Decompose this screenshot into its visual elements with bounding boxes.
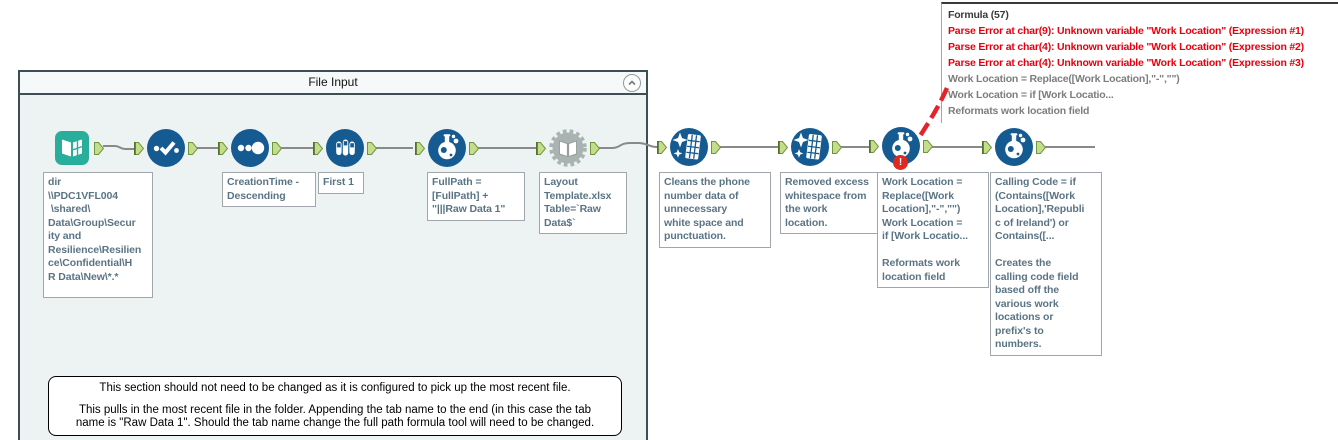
output-anchor[interactable] — [367, 142, 378, 155]
tooltip-tool-name: Formula (57) — [948, 9, 1009, 21]
input-anchor[interactable] — [134, 142, 145, 155]
output-anchor[interactable] — [1036, 141, 1047, 154]
input-anchor[interactable] — [982, 141, 993, 154]
tool-annotation[interactable]: dir \\PDC1VFL004 \shared\ Data\Group\Sec… — [43, 172, 153, 298]
container-title: File Input — [308, 75, 358, 89]
chevron-up-icon — [628, 80, 636, 86]
formula-flask-icon — [995, 128, 1033, 166]
output-anchor[interactable] — [832, 141, 843, 154]
tool-annotation[interactable]: CreationTime - Descending — [222, 172, 316, 207]
tool-annotation[interactable]: Cleans the phone number data of unnecess… — [659, 172, 771, 248]
output-anchor[interactable] — [590, 142, 601, 155]
error-tooltip: Formula (57) Parse Error at char(9): Unk… — [941, 2, 1338, 123]
comment-line-1: This section should not need to be chang… — [99, 382, 571, 394]
select-test-tubes-icon — [326, 129, 364, 167]
collapse-button[interactable] — [623, 74, 641, 92]
input-anchor[interactable] — [415, 142, 426, 155]
output-anchor[interactable] — [94, 142, 105, 155]
sample-icon — [231, 129, 269, 167]
formula-tool-calling-code[interactable] — [982, 128, 1047, 166]
error-badge[interactable]: ! — [893, 155, 908, 170]
directory-tool[interactable] — [53, 129, 105, 167]
data-cleansing-icon — [670, 128, 708, 166]
output-anchor[interactable] — [711, 141, 722, 154]
tool-annotation[interactable]: Layout Template.xlsx Table=`Raw Data$` — [539, 172, 627, 234]
select-tool[interactable] — [313, 129, 378, 167]
tooltip-description: Reformats work location field — [948, 105, 1090, 117]
input-anchor[interactable] — [657, 141, 668, 154]
formula-flask-icon — [428, 129, 466, 167]
formula-flask-icon — [882, 127, 920, 165]
tool-annotation[interactable]: Removed excess whitespace from the work … — [780, 172, 892, 234]
output-anchor[interactable] — [272, 142, 283, 155]
tooltip-expression-1: Work Location = Replace([Work Location],… — [948, 73, 1180, 85]
comment-box[interactable]: This section should not need to be chang… — [48, 376, 622, 436]
tool-annotation[interactable]: Work Location = Replace([Work Location],… — [877, 172, 989, 288]
output-anchor[interactable] — [923, 140, 934, 153]
dynamic-input-tool[interactable] — [536, 129, 601, 167]
tool-annotation[interactable]: First 1 — [318, 172, 364, 194]
dynamic-input-icon — [549, 129, 587, 167]
output-anchor[interactable] — [469, 142, 480, 155]
sort-icon — [147, 129, 185, 167]
input-anchor[interactable] — [778, 141, 789, 154]
data-cleansing-tool-phone[interactable] — [657, 128, 722, 166]
input-anchor[interactable] — [313, 142, 324, 155]
input-anchor[interactable] — [869, 140, 880, 153]
directory-icon — [55, 131, 89, 165]
input-anchor[interactable] — [536, 142, 547, 155]
container-header[interactable]: File Input — [20, 72, 646, 95]
data-cleansing-tool-location[interactable] — [778, 128, 843, 166]
comment-line-2: This pulls in the most recent file in th… — [75, 403, 595, 430]
tooltip-expression-2: Work Location = if [Work Locatio... — [948, 89, 1114, 101]
output-anchor[interactable] — [188, 142, 199, 155]
sample-tool[interactable] — [218, 129, 283, 167]
parse-error-2: Parse Error at char(4): Unknown variable… — [948, 41, 1304, 53]
formula-tool[interactable] — [415, 129, 480, 167]
formula-tool-error[interactable]: ! — [869, 127, 934, 170]
tool-annotation[interactable]: FullPath = [FullPath] + "|||Raw Data 1" — [427, 172, 525, 221]
tool-annotation[interactable]: Calling Code = if (Contains([Work Locati… — [990, 172, 1102, 356]
parse-error-1: Parse Error at char(9): Unknown variable… — [948, 25, 1304, 37]
sort-tool[interactable] — [134, 129, 199, 167]
data-cleansing-icon — [791, 128, 829, 166]
parse-error-3: Parse Error at char(4): Unknown variable… — [948, 57, 1304, 69]
input-anchor[interactable] — [218, 142, 229, 155]
